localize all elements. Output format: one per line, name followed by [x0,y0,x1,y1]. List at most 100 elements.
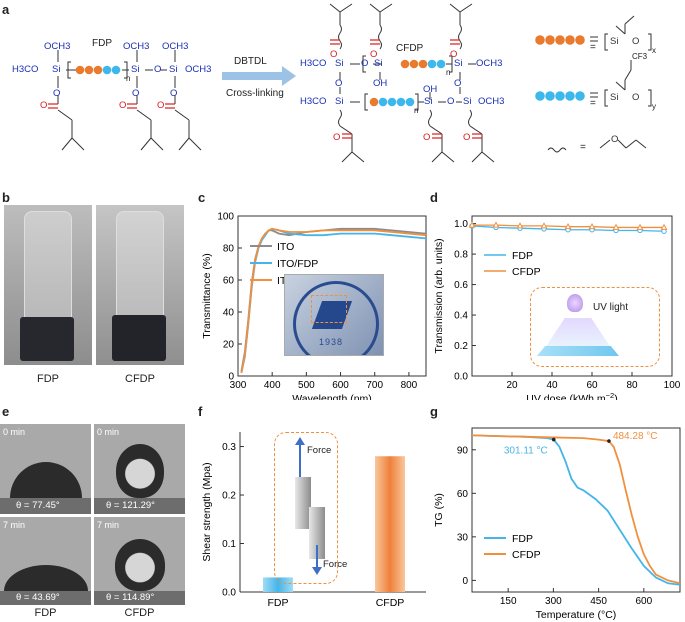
legend-label: CFDP [512,266,541,278]
x-tick-label: 800 [401,380,418,391]
plot-frame [237,215,427,377]
oh-label: OH [423,84,438,95]
shear-inset: Force Force [274,432,347,584]
x-tick-label: 450 [590,596,607,607]
legend-label: FDP [512,533,533,545]
y-tick-label: 60 [223,276,235,287]
x-tick-label: 150 [500,596,517,607]
carbonyl-o: O [450,49,458,60]
panel-label-c: c [198,190,206,205]
x-subscript: x [652,46,656,55]
cf3-label: CF3 [632,52,648,61]
si-label: Si [454,58,463,69]
carbonyl-o: O [370,49,378,60]
y-tick-label: 80 [223,244,235,255]
legend-label: FDP [512,250,533,262]
panel-label-g: g [430,404,438,419]
substrate [94,591,185,605]
si-label: Si [610,92,619,103]
carbonyl-o: O [157,100,165,111]
y-tick-label: 0 [462,576,468,587]
caption-cfdp: CFDP [125,373,155,385]
o-label: O [170,88,178,99]
x-tick-label: 100 [664,380,681,391]
time-label: 7 min [3,520,26,530]
catalyst-label: DBTDL [234,56,267,67]
carbonyl-o: O [463,132,471,143]
n-subscript: n [126,74,131,83]
o-label: O [335,78,343,89]
y-tick-label: 0.6 [454,280,468,291]
si-label: Si [169,64,178,75]
photo-fdp-vial [4,205,92,365]
x-tick-label: 60 [586,380,598,391]
equals-sign: = [580,142,586,153]
data-point [636,223,644,230]
n-subscript: n [446,68,451,77]
droplet-fdp-7min: 7 min θ = 43.69° [0,517,91,605]
caption-fdp: FDP [37,373,59,385]
vial-cap [20,317,74,361]
o-label: O [454,78,462,89]
x-axis-label: UV dose (kWh m−2) [526,391,617,400]
substrate [94,498,185,514]
y-tick-label: 40 [223,308,235,319]
lower-plate [309,507,325,559]
reaction-arrow [222,66,296,86]
panel-label-a: a [2,2,10,17]
substrate [0,498,91,514]
droplet-cfdp-0min: 0 min θ = 121.29° [94,424,185,514]
x-tick-label: 600 [635,596,652,607]
fdp-title: FDP [92,38,112,49]
uv-lamp-icon [567,294,583,312]
x-tick-label: FDP [268,597,289,609]
uv-inset: UV light [530,287,660,367]
selection-box [311,295,347,323]
angle-label: θ = 43.69° [16,592,60,603]
uv-light-label: UV light [593,302,629,313]
reaction-scheme: FDP OCH3 OCH3 OCH3 H3CO Si Si O Si OCH3 … [0,0,685,185]
x-tick-label: 600 [332,380,349,391]
series-line-cfdp [471,434,681,585]
y-tick-label: 0.2 [454,341,468,352]
y-tick-label: 100 [217,212,234,223]
photo-cfdp-vial [96,205,184,365]
legend-label: ITO [277,241,294,253]
y-tick-label: 0.2 [222,491,236,502]
n-subscript: n [414,106,419,115]
och3-label: OCH3 [162,41,189,52]
arrow-head-up [295,437,305,445]
och3-label: OCH3 [44,41,71,52]
data-point [564,223,572,230]
si-label: Si [335,96,344,107]
y-axis-label: Transmission (arb. units) [433,238,445,353]
data-point [468,221,476,228]
si-label: Si [610,36,619,47]
plot-frame [471,427,681,593]
x-axis-label: Wavelength (nm) [292,393,372,400]
o-label: O [447,96,455,107]
y-subscript: y [652,102,656,111]
y-tick-label: 0.1 [222,539,236,550]
carbonyl-o: O [119,100,127,111]
angle-label: θ = 77.45° [16,500,60,511]
y-tick-label: 1.0 [454,219,468,230]
substrate [0,591,91,605]
data-point [588,223,596,230]
onset-annotation: 301.11 °C [504,446,548,457]
time-label: 0 min [97,427,120,437]
equals-sign: = [590,98,596,109]
series-line-ito-cfdp [240,227,427,373]
logo-inset-photo: 1938 [284,274,384,356]
data-point [492,221,500,228]
droplet [115,539,165,591]
o-label: O [154,64,162,75]
och3-label: OCH3 [185,64,212,75]
si-label: Si [463,96,472,107]
onset-annotation: 484.28 °C [613,431,658,442]
x-axis-label: Temperature (°C) [536,609,617,621]
y-tick-label: 30 [457,532,469,543]
vial-glass [116,211,164,321]
